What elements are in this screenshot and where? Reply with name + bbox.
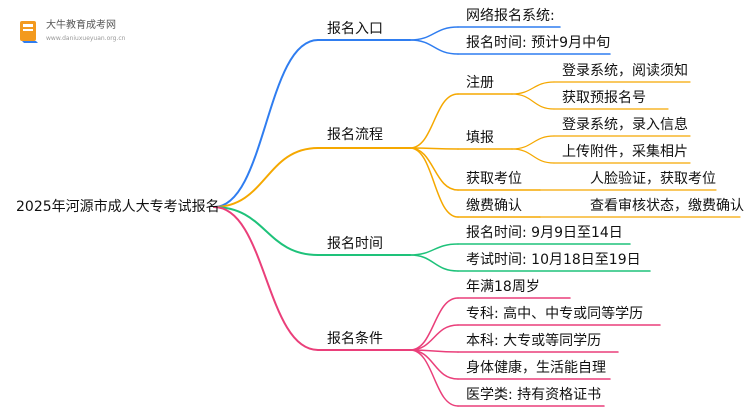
time-leaf-connector-0: [409, 243, 459, 256]
step-get-exam-seat: 获取考位: [466, 171, 522, 187]
leaf-login-enter-info: 登录系统，录入信息: [562, 117, 688, 133]
leaf-get-pre-registration-number: 获取预报名号: [562, 90, 646, 106]
leaf-login-read-notice: 登录系统，阅读须知: [562, 63, 688, 79]
leaf-age-requirement: 年满18周岁: [466, 279, 540, 295]
logo-url: www.daniuxueyuan.org.cn: [46, 35, 126, 42]
process-step-connector-3: [409, 147, 459, 218]
process-leaf-connector-1-1: [511, 148, 555, 164]
entry-leaf-connector-0: [409, 26, 459, 41]
process-leaf-connector-1-0: [511, 135, 555, 150]
branch-registration-time: 报名时间: [327, 236, 383, 252]
leaf-health-requirement: 身体健康，生活能自理: [466, 360, 606, 376]
leaf-associate-degree-requirement: 专科: 高中、中专或同等学历: [466, 306, 644, 322]
leaf-face-verification: 人脸验证，获取考位: [590, 171, 716, 187]
process-step-connector-0: [409, 93, 459, 149]
step-register: 注册: [466, 75, 494, 91]
process-leaf-connector-0-1: [511, 93, 555, 110]
process-leaf-connector-0-0: [511, 81, 555, 95]
condition-leaf-connector-1: [409, 324, 459, 351]
logo-name: 大牛教育成考网: [46, 20, 116, 31]
branch-registration-conditions: 报名条件: [327, 331, 383, 347]
leaf-medical-certificate: 医学类: 持有资格证书: [466, 387, 602, 403]
leaf-online-system: 网络报名系统:: [466, 8, 555, 24]
leaf-check-review-status: 查看审核状态，缴费确认: [590, 198, 744, 214]
leaf-entry-time: 报名时间: 预计9月中旬: [466, 35, 611, 51]
step-payment-confirmation: 缴费确认: [466, 198, 522, 214]
book-logo-icon: [20, 21, 38, 43]
condition-leaf-connector-3: [409, 349, 459, 380]
root-connector-2: [213, 206, 319, 256]
condition-leaf-connector-0: [409, 297, 459, 351]
time-leaf-connector-1: [409, 254, 459, 272]
leaf-exam-dates: 考试时间: 10月18日至19日: [466, 252, 641, 268]
entry-leaf-connector-1: [409, 39, 459, 55]
branch-registration-entry: 报名入口: [327, 21, 383, 37]
leaf-upload-attachments: 上传附件，采集相片: [562, 144, 688, 160]
site-logo: 大牛教育成考网 www.daniuxueyuan.org.cn: [18, 14, 148, 48]
leaf-registration-dates: 报名时间: 9月9日至14日: [466, 225, 623, 241]
leaf-bachelor-requirement: 本科: 大专或等同学历: [466, 333, 602, 349]
step-fill-in: 填报: [466, 130, 494, 146]
branch-registration-process: 报名流程: [327, 127, 383, 143]
root-connector-0: [213, 39, 319, 208]
root-connector-3: [213, 206, 319, 351]
root-connector-1: [213, 147, 319, 208]
condition-leaf-connector-4: [409, 349, 459, 407]
root-node: 2025年河源市成人大专考试报名: [16, 199, 220, 215]
